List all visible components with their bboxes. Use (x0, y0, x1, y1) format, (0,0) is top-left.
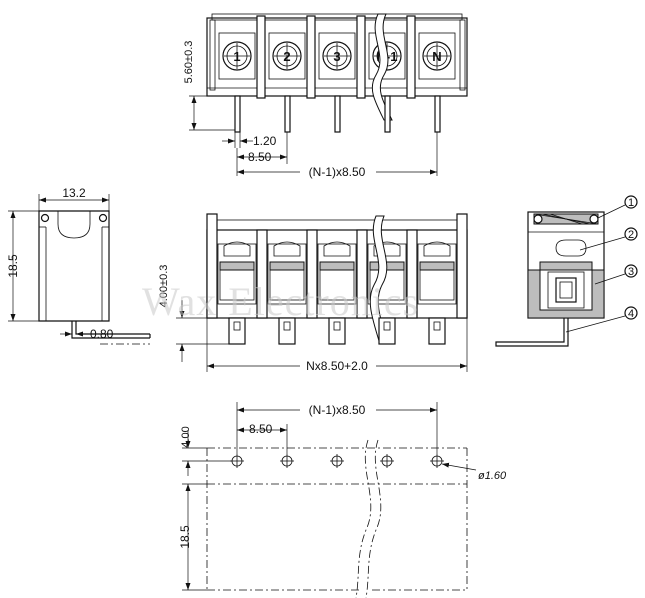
front-pins (228, 317, 446, 345)
dim-top-height: 5.60±0.3 (183, 41, 195, 84)
dim-top-span: (N-1)x8.50 (309, 165, 366, 179)
top-cell-2: 2 (268, 32, 306, 80)
side-view: 13.2 18.5 0.80 (6, 186, 151, 345)
top-cell-1: 1 (218, 32, 256, 80)
dim-side-width: 13.2 (62, 186, 86, 200)
top-pin-2 (284, 95, 291, 133)
callouts: 1 2 3 4 (565, 195, 638, 333)
callout-2-marker (624, 227, 638, 241)
pcb-layout: (N-1)x8.50 8.50 4.00 18.5 ø1.60 (178, 402, 507, 598)
callout-2: 2 (628, 229, 634, 241)
top-pin-n (434, 95, 441, 133)
dim-pcb-depth: 18.5 (178, 525, 192, 549)
dim-pcb-span: (N-1)x8.50 (309, 403, 366, 417)
pin-label-n: N (432, 49, 441, 64)
dim-total-length: Nx8.50+2.0 (306, 359, 368, 373)
dim-side-height: 18.5 (6, 254, 20, 278)
dim-pcb-pitch: 8.50 (249, 422, 273, 436)
top-pin-n-1 (384, 95, 391, 133)
front-module-1 (217, 241, 257, 305)
callout-3-marker (624, 264, 638, 278)
dim-pcb-edge: 4.00 (180, 426, 192, 447)
pcb-holes (230, 454, 444, 468)
front-view: 4.00±0.3 Nx8.50+2.0 (158, 213, 468, 373)
top-pin-3 (334, 95, 341, 133)
pin-label-2: 2 (283, 49, 290, 64)
front-module-3 (317, 241, 357, 305)
watermark: Wax Electronics (142, 279, 419, 324)
callout-1-marker (624, 195, 638, 209)
pin-label-3: 3 (333, 49, 340, 64)
callout-3: 3 (628, 266, 634, 278)
dim-hole-diameter: ø1.60 (478, 470, 507, 482)
front-module-n (417, 241, 457, 305)
top-cell-n: N (418, 32, 456, 80)
dim-top-pitch: 8.50 (248, 150, 272, 164)
top-view: 1 2 3 N-1 (183, 13, 468, 179)
section-view (495, 211, 605, 347)
dim-pin-thickness: 0.80 (90, 327, 114, 341)
callout-4: 4 (628, 308, 634, 320)
dim-pin-length: 4.00±0.3 (158, 265, 170, 308)
break-line (371, 13, 393, 121)
top-cell-3: 3 (318, 32, 356, 80)
top-pin-1 (234, 95, 241, 133)
front-module-2 (267, 241, 307, 305)
dim-pin-width: 1.20 (253, 134, 277, 148)
callout-1: 1 (628, 197, 634, 209)
callout-4-marker (624, 306, 638, 320)
pin-label-1: 1 (233, 49, 240, 64)
